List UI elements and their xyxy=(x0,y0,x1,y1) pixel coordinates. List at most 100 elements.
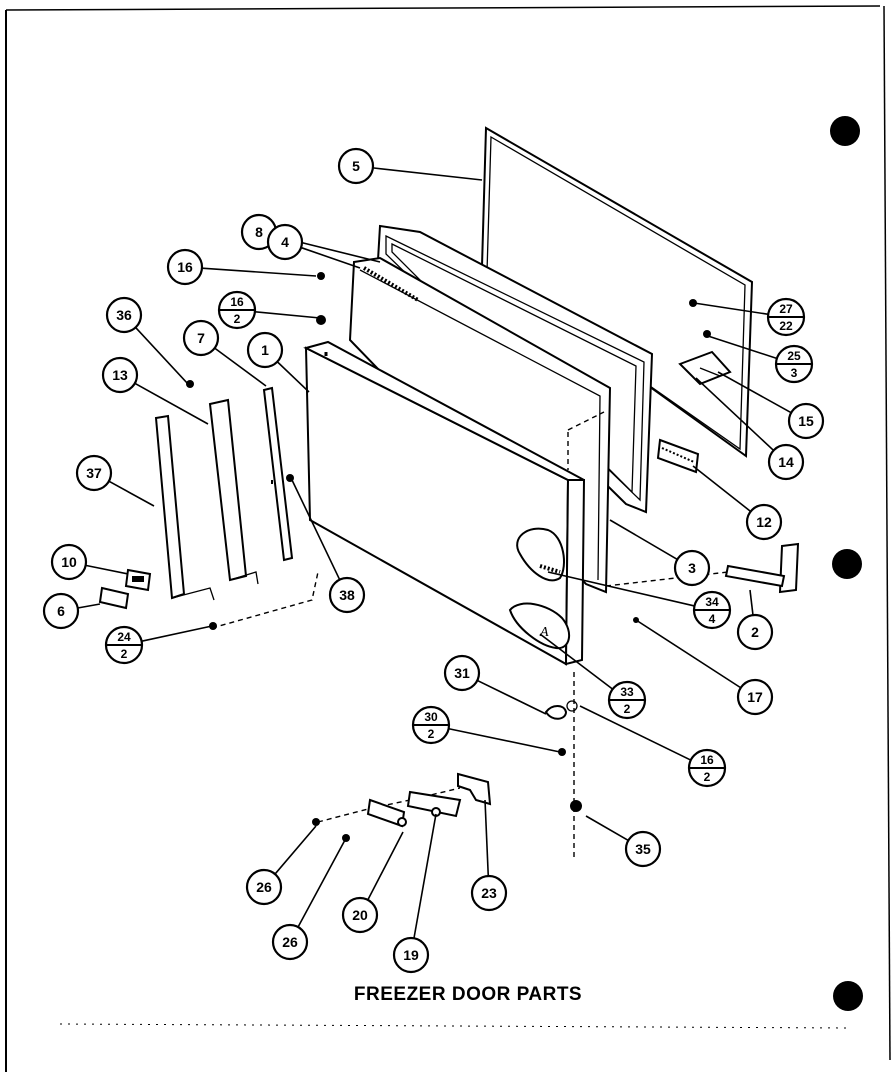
callout-number: 1 xyxy=(261,342,269,358)
leader-line xyxy=(276,361,310,393)
leader-line xyxy=(85,564,129,575)
callout-number: 31 xyxy=(454,665,470,681)
callout-quantity: 2 xyxy=(624,702,631,716)
callout-36: 36 xyxy=(105,296,143,334)
part-5-rear-panel xyxy=(480,126,754,458)
callout-circle xyxy=(736,613,774,651)
callout-number: 14 xyxy=(778,454,794,470)
callout-circle xyxy=(392,936,430,974)
callout-number: 5 xyxy=(352,158,360,174)
callout-19: 19 xyxy=(392,936,430,974)
punch-hole-middle xyxy=(832,549,862,579)
callout-fraction-30-2: 302 xyxy=(411,705,451,745)
callout-3: 3 xyxy=(673,549,711,587)
callout-number: 35 xyxy=(635,841,651,857)
callout-38: 38 xyxy=(328,576,366,614)
callout-fraction-16-2: 162 xyxy=(687,748,727,788)
callout-part-number: 25 xyxy=(787,349,801,363)
leader-line xyxy=(134,326,189,385)
callout-circle xyxy=(42,592,80,630)
callout-number: 38 xyxy=(339,587,355,603)
part-7-trim-strip xyxy=(262,386,294,562)
screw-icon xyxy=(209,622,217,630)
callout-number: 4 xyxy=(281,234,289,250)
part-1-outer-door-panel xyxy=(303,340,586,666)
leader-line xyxy=(717,371,792,414)
leader-line xyxy=(134,382,209,425)
callout-quantity: 2 xyxy=(428,727,435,741)
callout-circle xyxy=(105,296,143,334)
callout-6: 6 xyxy=(42,592,80,630)
callout-circle xyxy=(101,356,139,394)
callout-circle xyxy=(271,923,309,961)
leader-line xyxy=(635,619,742,689)
callout-10: 10 xyxy=(50,543,88,581)
callout-part-number: 16 xyxy=(230,295,244,309)
leader-line xyxy=(274,825,317,875)
callout-7: 7 xyxy=(182,319,220,357)
leader-line xyxy=(77,603,101,609)
callout-number: 13 xyxy=(112,367,128,383)
callout-circle xyxy=(341,896,379,934)
leader-line xyxy=(539,633,614,691)
leader-line xyxy=(300,246,361,269)
callout-number: 17 xyxy=(747,689,763,705)
screw-icon xyxy=(317,272,325,280)
hinge-axis-line-upper xyxy=(567,411,605,431)
callout-fraction-33-2: 332 xyxy=(607,680,647,720)
callout-number: 26 xyxy=(256,879,272,895)
callout-fraction-34-4: 344 xyxy=(692,590,732,630)
leader-line xyxy=(201,267,317,277)
callout-circle xyxy=(337,147,375,185)
hinge-axis-line-right xyxy=(605,571,729,587)
screw-icon xyxy=(316,315,326,325)
leader-line xyxy=(291,479,341,581)
callout-circle xyxy=(246,331,284,369)
callout-13: 13 xyxy=(101,356,139,394)
callout-circle xyxy=(673,549,711,587)
leader-line xyxy=(579,705,693,762)
callout-number: 16 xyxy=(177,259,193,275)
leader-line xyxy=(693,302,770,316)
callout-circle xyxy=(470,874,508,912)
callout-fraction-16-2: 162 xyxy=(217,290,257,330)
callout-circle xyxy=(245,868,283,906)
leader-line xyxy=(297,839,346,928)
lower-hinge-assembly xyxy=(366,772,492,828)
callout-14: 14 xyxy=(767,443,805,481)
callout-circle xyxy=(443,654,481,692)
callout-5: 5 xyxy=(337,147,375,185)
callout-number: 36 xyxy=(116,307,132,323)
callout-quantity: 3 xyxy=(791,366,798,380)
leader-line xyxy=(372,167,483,181)
leader-line xyxy=(140,625,213,643)
callout-part-number: 34 xyxy=(705,595,719,609)
callout-circle xyxy=(745,503,783,541)
diagram-title: FREEZER DOOR PARTS xyxy=(353,984,583,1005)
bracket-axis-line-left xyxy=(211,571,319,629)
bracket-axis-line-bottom xyxy=(317,787,461,823)
callout-37: 37 xyxy=(75,454,113,492)
screw-icon xyxy=(689,299,697,307)
callout-circle xyxy=(736,678,774,716)
callout-circle xyxy=(182,319,220,357)
leader-line xyxy=(707,335,779,360)
callout-number: 23 xyxy=(481,885,497,901)
callout-part-number: 33 xyxy=(620,685,634,699)
callout-26: 26 xyxy=(245,868,283,906)
callout-quantity: 4 xyxy=(709,612,716,626)
leader-line xyxy=(253,310,321,319)
part-12-rail xyxy=(656,438,700,474)
leader-line xyxy=(447,727,561,753)
screw-icon xyxy=(570,800,582,812)
callout-35: 35 xyxy=(624,830,662,868)
callout-26: 26 xyxy=(271,923,309,961)
leader-line xyxy=(413,813,437,939)
leader-line xyxy=(547,571,696,607)
callout-number: 7 xyxy=(197,330,205,346)
leader-line xyxy=(749,589,754,616)
part-13-bracket xyxy=(208,398,259,585)
